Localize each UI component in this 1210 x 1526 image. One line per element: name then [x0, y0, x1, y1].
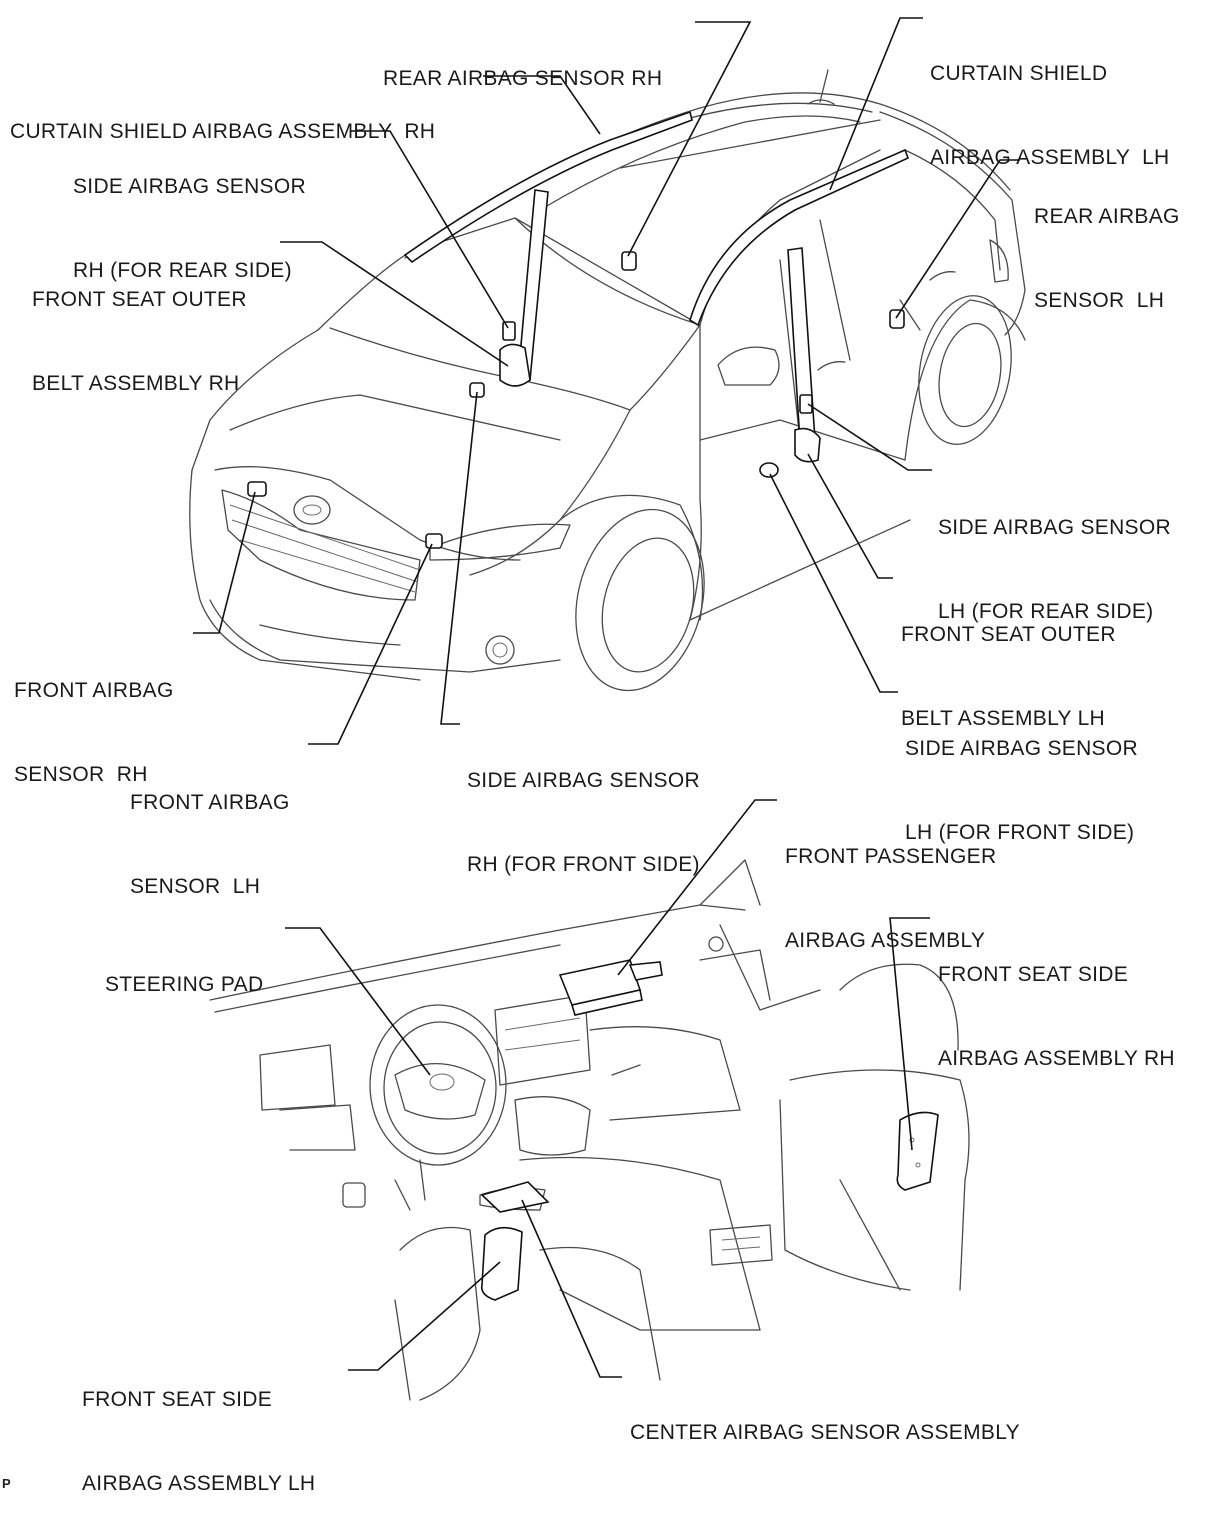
label-curtain-shield-airbag-assembly-rh: CURTAIN SHIELD AIRBAG ASSEMBLY RH: [10, 120, 436, 143]
center-airbag-sensor-part: [480, 1181, 550, 1213]
figure-reference-code: P: [2, 1476, 11, 1491]
label-curtain-shield-airbag-assembly-lh: CURTAIN SHIELD AIRBAG ASSEMBLY LH: [930, 62, 1170, 169]
front-airbag-sensor-rh-part: [247, 481, 267, 497]
rear-airbag-sensor-rh-part: [621, 251, 637, 271]
leader-lines: [193, 17, 1020, 1378]
label-steering-pad: STEERING PAD: [105, 973, 264, 996]
curtain-shield-airbag-lh-part: [689, 148, 910, 327]
rear-airbag-sensor-lh-part: [889, 309, 905, 329]
label-side-airbag-sensor-lh-rear: SIDE AIRBAG SENSOR LH (FOR REAR SIDE): [938, 516, 1171, 623]
label-side-airbag-sensor-rh-front: SIDE AIRBAG SENSOR RH (FOR FRONT SIDE): [467, 769, 700, 876]
front-seat-side-airbag-lh-part: [480, 1226, 523, 1301]
label-center-airbag-sensor-assembly: CENTER AIRBAG SENSOR ASSEMBLY: [630, 1421, 1020, 1444]
front-airbag-sensor-lh-part: [425, 533, 443, 549]
label-front-seat-side-airbag-assembly-rh: FRONT SEAT SIDE AIRBAG ASSEMBLY RH: [938, 963, 1175, 1070]
label-side-airbag-sensor-lh-front: SIDE AIRBAG SENSOR LH (FOR FRONT SIDE): [905, 737, 1138, 844]
vehicle-interior-illustration: [209, 859, 970, 1401]
label-front-airbag-sensor-lh: FRONT AIRBAG SENSOR LH: [130, 791, 290, 898]
side-airbag-sensor-rh-rear-part: [502, 321, 516, 341]
label-front-seat-outer-belt-assembly-lh: FRONT SEAT OUTER BELT ASSEMBLY LH: [901, 623, 1116, 730]
label-rear-airbag-sensor-rh: REAR AIRBAG SENSOR RH: [383, 67, 663, 90]
interior-airbag-components: [480, 959, 939, 1301]
label-rear-airbag-sensor-lh: REAR AIRBAG SENSOR LH: [1034, 205, 1180, 312]
label-front-passenger-airbag-assembly: FRONT PASSENGER AIRBAG ASSEMBLY: [785, 845, 997, 952]
label-front-seat-outer-belt-assembly-rh: FRONT SEAT OUTER BELT ASSEMBLY RH: [32, 288, 247, 395]
label-side-airbag-sensor-rh-rear: SIDE AIRBAG SENSOR RH (FOR REAR SIDE): [73, 175, 306, 282]
exterior-airbag-components: [247, 110, 910, 549]
label-front-seat-side-airbag-assembly-lh: FRONT SEAT SIDE AIRBAG ASSEMBLY LH: [82, 1388, 316, 1495]
front-seat-side-airbag-rh-part: [896, 1111, 939, 1191]
curtain-shield-airbag-rh-part: [403, 110, 693, 264]
side-airbag-sensor-lh-front-part: [759, 462, 779, 478]
label-front-airbag-sensor-rh: FRONT AIRBAG SENSOR RH: [14, 679, 174, 786]
side-airbag-sensor-lh-rear-part: [799, 394, 813, 414]
